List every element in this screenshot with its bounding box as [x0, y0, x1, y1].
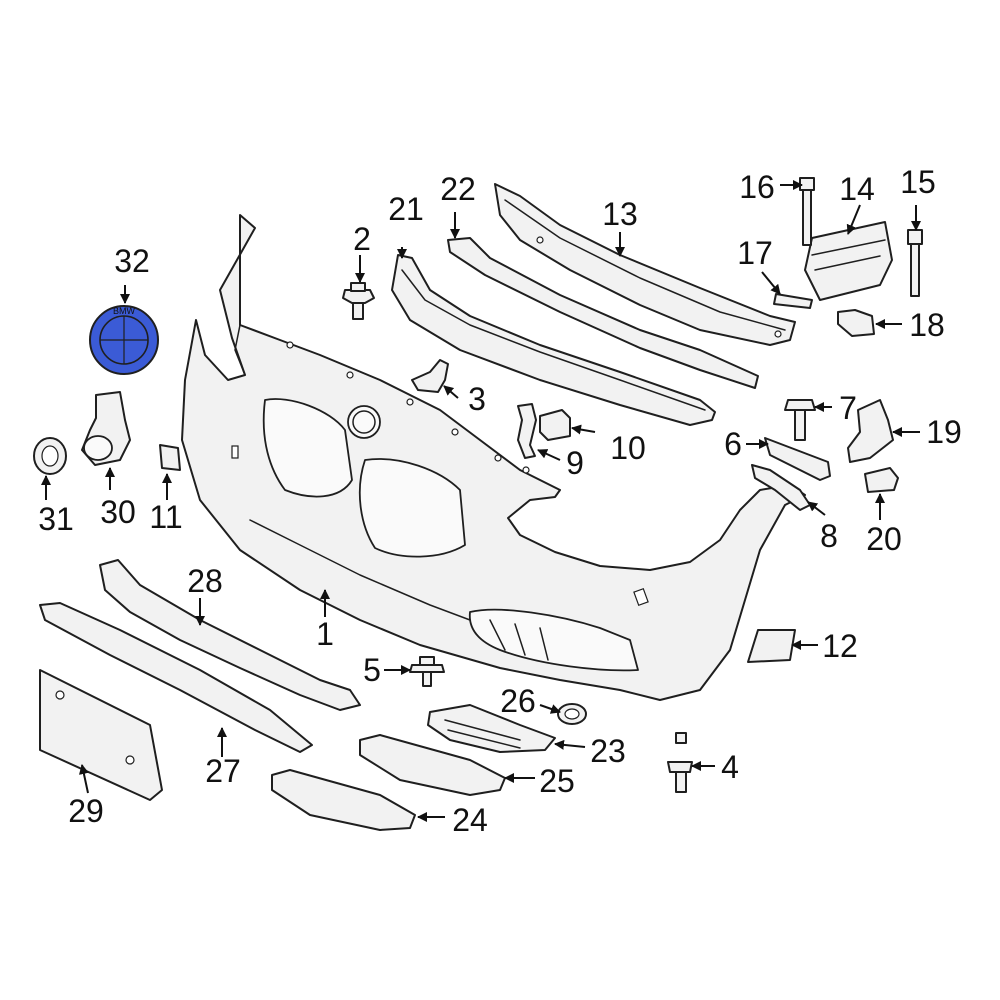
part-32-emblem[interactable]: BMW	[89, 305, 159, 375]
callout-13[interactable]: 13	[602, 196, 638, 232]
part-14-bracket	[804, 221, 893, 301]
part-17-plate	[773, 293, 813, 309]
callout-25[interactable]: 25	[539, 763, 575, 799]
callout-1[interactable]: 1	[316, 616, 334, 652]
callout-6[interactable]: 6	[724, 426, 742, 462]
callout-17[interactable]: 17	[737, 235, 773, 271]
part-18-clip	[837, 309, 875, 337]
part-2-screw	[342, 282, 375, 320]
callout-2[interactable]: 2	[353, 221, 371, 257]
part-5-screw	[409, 656, 445, 687]
part-24-trim-ring	[271, 769, 416, 831]
callout-24[interactable]: 24	[452, 802, 488, 838]
part-11-cover	[159, 444, 181, 471]
part-20-block	[864, 467, 899, 493]
callout-10[interactable]: 10	[610, 430, 646, 466]
callout-8[interactable]: 8	[820, 518, 838, 554]
callout-29[interactable]: 29	[68, 793, 104, 829]
part-28-trim	[99, 559, 361, 711]
callout-9[interactable]: 9	[566, 445, 584, 481]
part-30-sensor	[81, 391, 131, 466]
part-13-upper-carrier	[494, 183, 796, 346]
part-7-bolt	[784, 399, 816, 441]
callout-labels: 32 31 30 11 2 3 21 22 13 16 14 15 17 18 …	[38, 164, 962, 838]
callout-22[interactable]: 22	[440, 171, 476, 207]
part-15-bolt	[907, 229, 923, 297]
callout-23[interactable]: 23	[590, 733, 626, 769]
part-6-guide	[764, 437, 831, 481]
part-25-trim-ring	[359, 734, 506, 796]
callout-27[interactable]: 27	[205, 753, 241, 789]
part-9-bracket	[517, 403, 537, 459]
part-26-fog-lamp	[557, 703, 587, 725]
callout-14[interactable]: 14	[839, 171, 875, 207]
callout-5[interactable]: 5	[363, 652, 381, 688]
part-31-grommet	[33, 437, 67, 475]
callout-18[interactable]: 18	[909, 307, 945, 343]
part-23-grille	[427, 704, 556, 753]
part-10-clip	[539, 409, 571, 441]
callout-20[interactable]: 20	[866, 521, 902, 557]
part-4-clip	[667, 732, 693, 793]
callout-19[interactable]: 19	[926, 414, 962, 450]
callout-4[interactable]: 4	[721, 749, 739, 785]
callout-26[interactable]: 26	[500, 683, 536, 719]
part-12-reflector	[747, 629, 796, 663]
part-16-bolt	[799, 177, 815, 246]
callout-21[interactable]: 21	[388, 191, 424, 227]
emblem-logo-text: BMW	[113, 306, 136, 316]
callout-31[interactable]: 31	[38, 501, 74, 537]
part-1-bumper-cover	[181, 214, 806, 701]
callout-3[interactable]: 3	[468, 381, 486, 417]
callout-28[interactable]: 28	[187, 563, 223, 599]
part-22-strip	[447, 237, 759, 389]
part-29-plate-bracket	[39, 669, 163, 801]
callout-32[interactable]: 32	[114, 243, 150, 279]
part-19-bracket	[847, 399, 894, 463]
part-21-absorber	[391, 254, 716, 426]
callout-16[interactable]: 16	[739, 169, 775, 205]
part-27-trim	[39, 602, 313, 753]
leader-lines	[41, 180, 921, 822]
part-8-guide	[751, 464, 811, 511]
callout-15[interactable]: 15	[900, 164, 936, 200]
part-3-bracket	[411, 359, 449, 393]
callout-12[interactable]: 12	[822, 628, 858, 664]
callout-30[interactable]: 30	[100, 494, 136, 530]
callout-7[interactable]: 7	[839, 390, 857, 426]
callout-11[interactable]: 11	[149, 499, 182, 535]
